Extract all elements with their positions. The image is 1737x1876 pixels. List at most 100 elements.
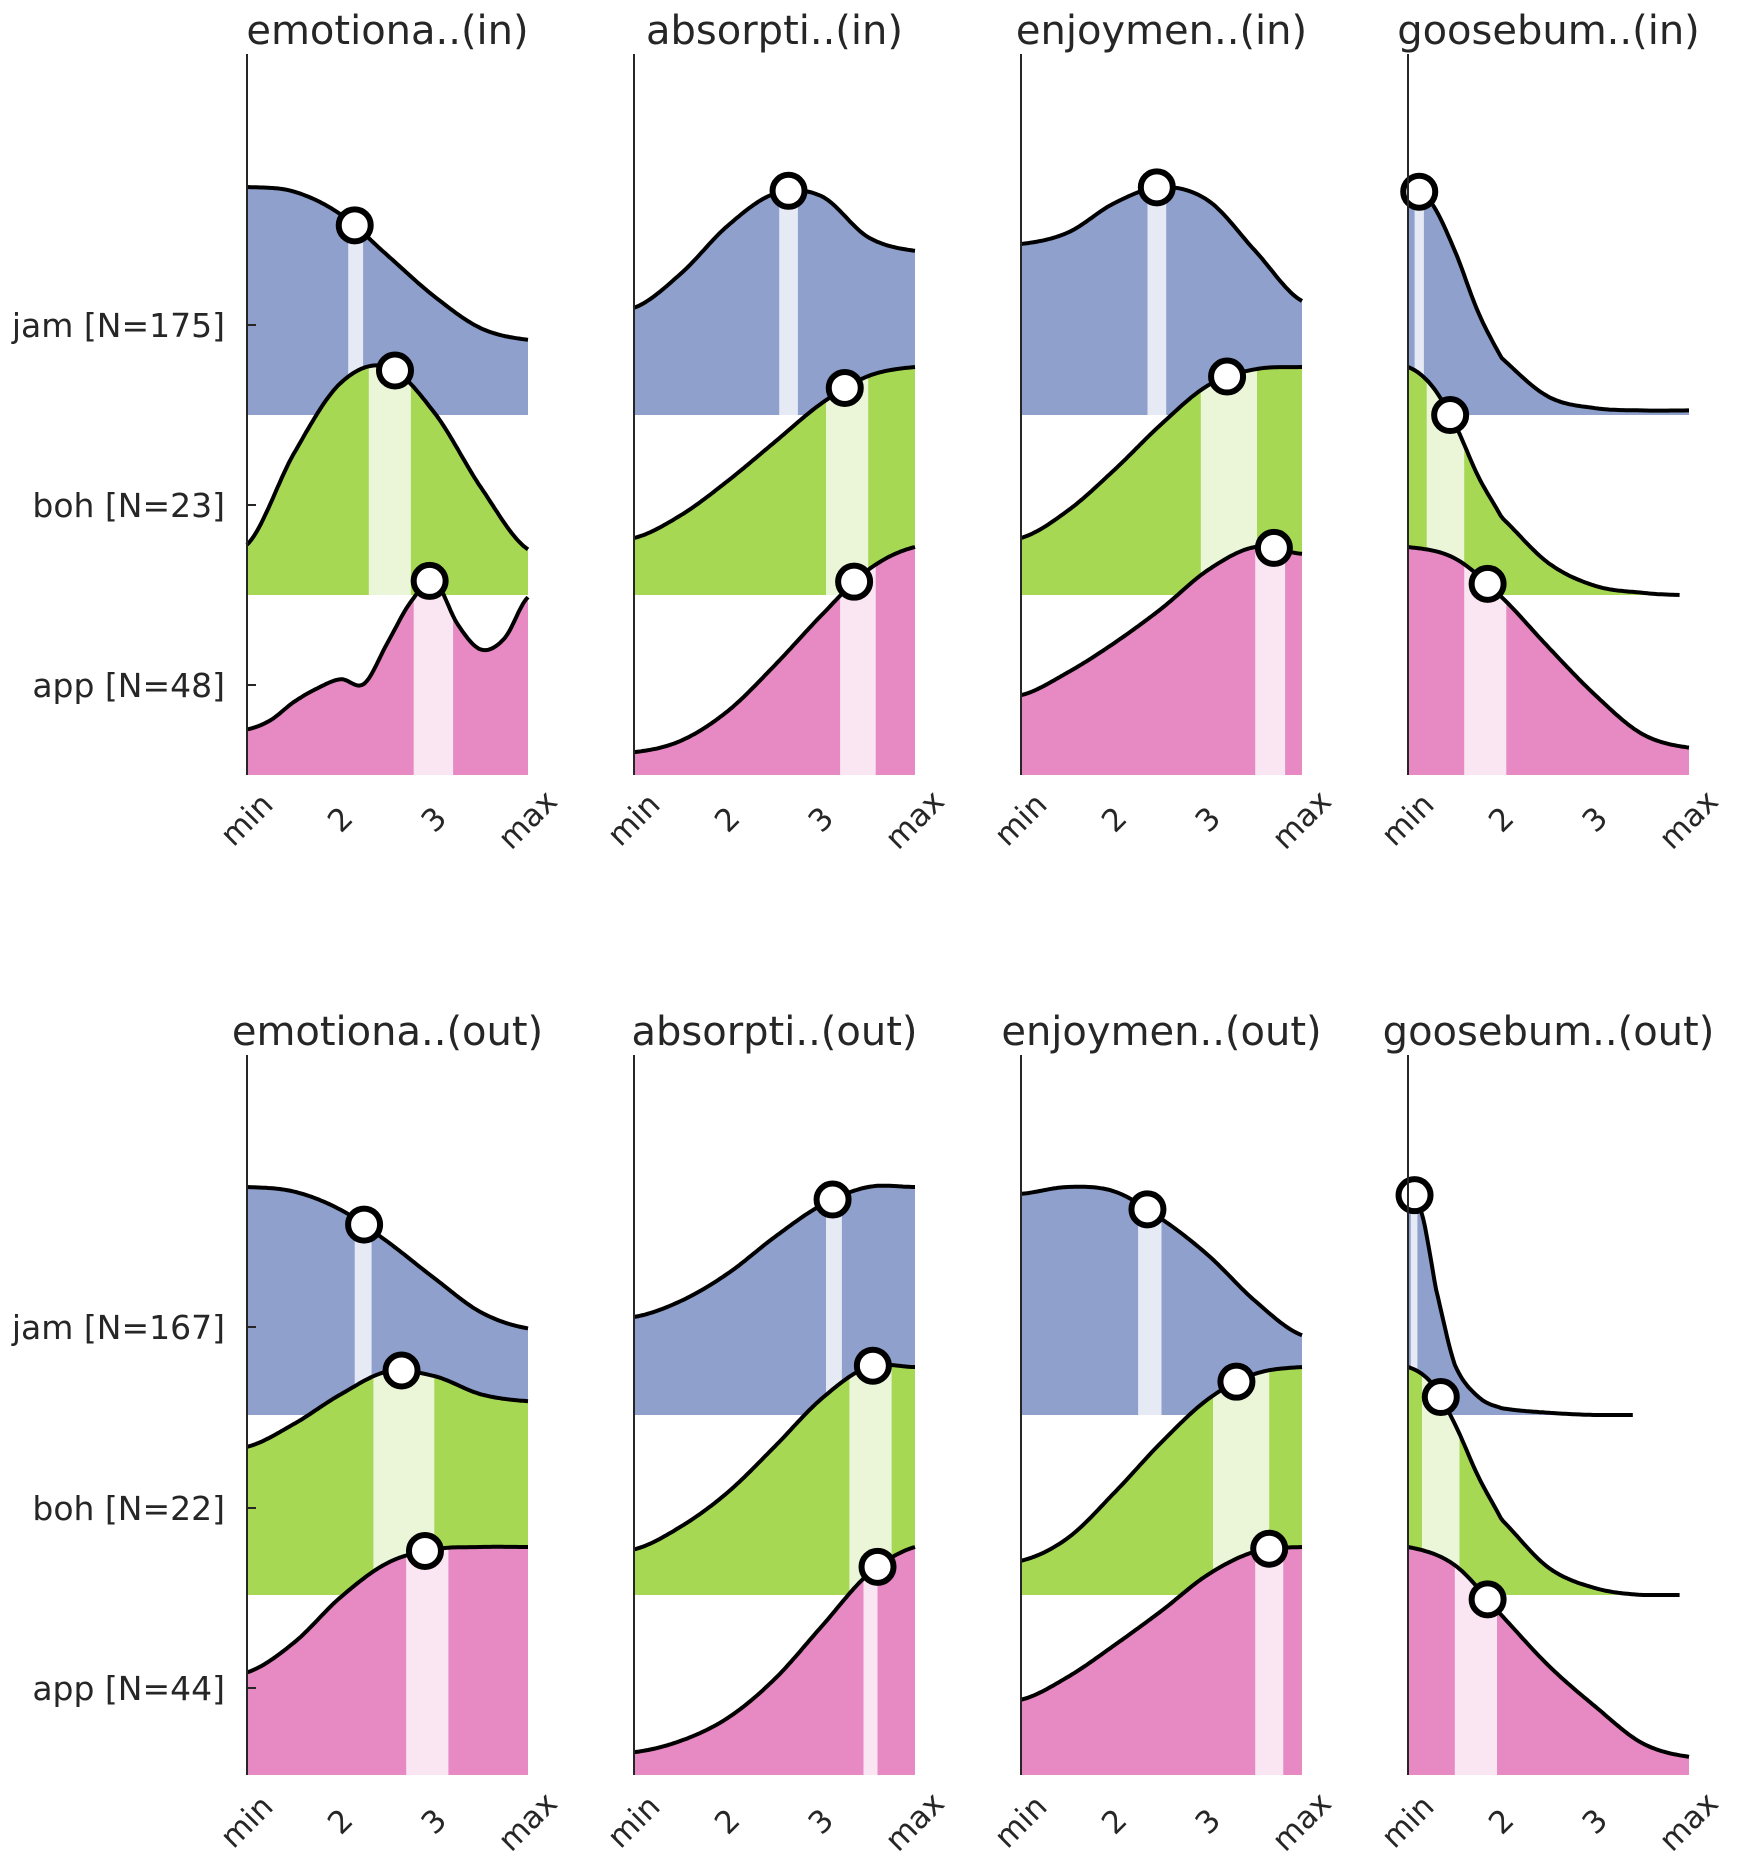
x-tick-label: min [1375, 1789, 1442, 1856]
x-tick-label: 3 [1576, 1802, 1615, 1841]
mean-marker-app [410, 561, 449, 600]
mean-marker-boh [825, 368, 864, 407]
x-tick-label: max [1652, 783, 1725, 856]
x-tick-label: max [1265, 783, 1338, 856]
x-tick-label: max [491, 783, 564, 856]
row-label: app [N=48] [32, 666, 225, 705]
ci-band-boh [849, 1364, 892, 1595]
row-label: boh [N=22] [32, 1489, 225, 1528]
mean-marker-boh [853, 1346, 892, 1385]
ridge-outline-jam [246, 185, 529, 342]
ci-band-jam [348, 219, 364, 415]
x-tick-label: max [1265, 1785, 1338, 1858]
x-tick-label: min [988, 787, 1055, 854]
mean-marker-jam [345, 1205, 384, 1244]
ridge-area-boh [1408, 367, 1680, 595]
mean-marker-app [1468, 564, 1507, 603]
ci-band-boh [1426, 380, 1465, 595]
mean-marker-app [835, 562, 874, 601]
ridge-area-jam [247, 187, 528, 415]
x-tick-label: 2 [321, 800, 360, 839]
x-tick-label: min [601, 787, 668, 854]
panel-title: emotiona..(in) [246, 8, 528, 54]
panel-title: enjoymen..(in) [1016, 8, 1307, 54]
ci-band-boh [368, 365, 411, 595]
mean-marker-jam [1395, 1176, 1434, 1215]
mean-marker-app [858, 1547, 897, 1586]
ci-band-jam [779, 190, 798, 415]
ridge-area-jam [634, 190, 915, 415]
mean-marker-app [1254, 528, 1293, 567]
mean-marker-app [1250, 1529, 1289, 1568]
x-tick-label: max [878, 783, 951, 856]
ridge-area-app [634, 1547, 915, 1775]
ridge-area-app [1021, 546, 1302, 775]
panel-title: emotiona..(out) [232, 1009, 543, 1055]
panel-title: goosebum..(out) [1383, 1009, 1715, 1055]
ridge-outline-app [1407, 545, 1690, 750]
x-tick-label: 2 [1095, 800, 1134, 839]
ci-band-app [1464, 564, 1507, 775]
ridge-outline-boh [1020, 365, 1302, 540]
ridge-area-jam [1408, 187, 1689, 415]
ci-band-boh [1422, 1374, 1460, 1595]
ci-band-jam [354, 1218, 372, 1415]
x-tick-label: 3 [1576, 800, 1615, 839]
x-tick-label: 3 [415, 1802, 454, 1841]
x-tick-label: 3 [802, 1802, 841, 1841]
ridge-outline-app [246, 578, 530, 732]
ridge-outline-jam [633, 1183, 915, 1319]
mean-marker-boh [375, 351, 414, 390]
x-tick-label: min [601, 1789, 668, 1856]
x-tick-label: max [1652, 1785, 1725, 1858]
x-tick-label: min [1375, 787, 1442, 854]
x-tick-label: min [988, 1789, 1055, 1856]
mean-marker-boh [1431, 396, 1470, 435]
x-tick-label: 2 [1482, 1802, 1521, 1841]
ci-band-app [863, 1566, 878, 1775]
mean-marker-boh [1421, 1378, 1460, 1417]
ridge-outline-boh [633, 365, 916, 540]
mean-marker-boh [1208, 357, 1247, 396]
ci-band-jam [1410, 1190, 1418, 1415]
ridge-area-boh [1408, 1367, 1680, 1595]
ci-band-jam [1147, 187, 1167, 415]
ci-band-app [413, 580, 454, 775]
ci-band-jam [1414, 189, 1424, 415]
x-tick-label: 3 [415, 800, 454, 839]
x-tick-label: max [491, 1785, 564, 1858]
ci-band-app [1255, 1547, 1284, 1775]
ci-band-jam [826, 1195, 842, 1415]
x-tick-label: min [214, 1789, 281, 1856]
ridge-outline-jam [1406, 1185, 1633, 1417]
x-tick-label: 2 [708, 800, 747, 839]
ridge-outline-app [246, 1544, 528, 1675]
x-tick-label: 2 [321, 1802, 360, 1841]
ridge-outline-jam [246, 1185, 529, 1331]
ci-band-app [1255, 546, 1286, 775]
mean-marker-app [1468, 1580, 1507, 1619]
x-tick-label: 2 [1095, 1802, 1134, 1841]
x-tick-label: 3 [802, 800, 841, 839]
panel-title: absorpti..(in) [646, 8, 903, 54]
ridge-area-app [247, 1546, 528, 1775]
ridge-outline-boh [1020, 1365, 1303, 1563]
ci-band-boh [826, 376, 869, 595]
row-label: jam [N=167] [11, 1308, 225, 1347]
x-tick-label: 2 [1482, 800, 1521, 839]
x-tick-label: 2 [708, 1802, 747, 1841]
ridge-outline-boh [1407, 1365, 1680, 1597]
x-tick-label: 3 [1189, 800, 1228, 839]
mean-marker-jam [769, 171, 808, 210]
mean-marker-jam [1400, 172, 1439, 211]
ci-band-jam [1138, 1203, 1162, 1415]
x-tick-label: min [214, 787, 281, 854]
row-label: app [N=44] [32, 1669, 225, 1708]
mean-marker-jam [1137, 168, 1176, 207]
ridge-outline-jam [1407, 185, 1689, 413]
ci-band-app [840, 564, 876, 775]
mean-marker-jam [335, 206, 374, 245]
panel-title: enjoymen..(out) [1001, 1009, 1321, 1055]
